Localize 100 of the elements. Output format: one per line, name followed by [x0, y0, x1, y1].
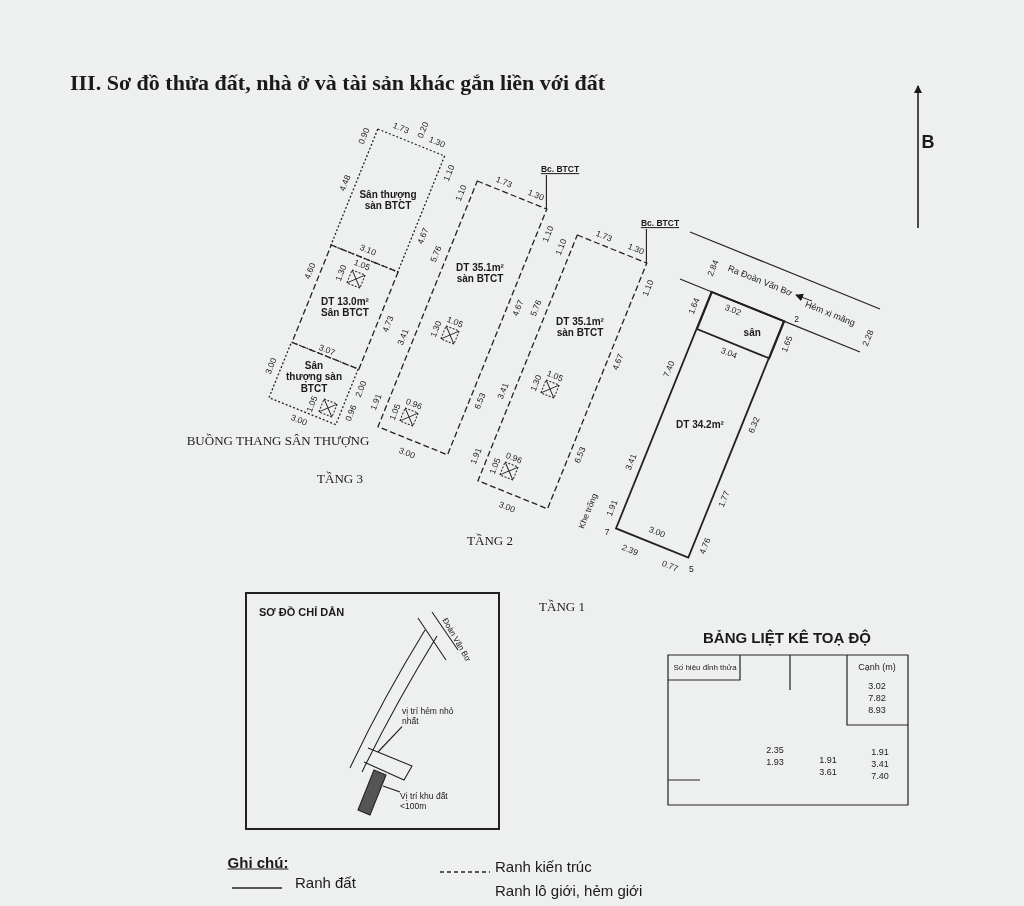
dimension-label: 1.30: [427, 135, 447, 150]
dimension-label: 0.96: [504, 451, 524, 466]
dimension-label: 2.84: [705, 258, 721, 278]
leader-line: [377, 726, 403, 753]
dimension-label: 3.00: [264, 356, 279, 376]
area-label: sân: [742, 327, 762, 340]
note-text: vị trí hẻm nhỏ nhất: [402, 707, 457, 727]
dimension-label: 6.32: [746, 415, 761, 435]
dimension-label: 0.96: [344, 403, 359, 423]
dimension-label: 4.73: [380, 314, 395, 334]
dimension-label: 0.96: [404, 397, 424, 412]
dimension-label: 4.76: [698, 536, 713, 555]
area-label: Sân thượng sàn BTCT: [286, 359, 342, 395]
dimension-label: 1.05: [445, 314, 465, 329]
table-value: 1.91: [871, 747, 889, 757]
dimension-label: 4.67: [416, 226, 431, 246]
table-value: 3.02: [868, 681, 886, 691]
dimension-label: 1.30: [334, 263, 349, 283]
area-label: Sân thượng sàn BTCT: [358, 188, 418, 212]
dimension-label: 7.40: [661, 359, 676, 379]
dimension-label: 1.05: [545, 368, 565, 383]
dimension-label: 6.53: [473, 391, 488, 411]
legend-text: Ranh đất: [295, 875, 356, 890]
dimension-label: 1.10: [441, 163, 456, 182]
table-value: 2.35: [766, 745, 784, 755]
dimension-label: 4.67: [610, 352, 625, 372]
dimension-label: 1.10: [640, 278, 655, 298]
dimension-label: 3.00: [647, 524, 667, 539]
dimension-label: 0.20: [415, 120, 430, 140]
dimension-label: 1.91: [469, 446, 484, 466]
table-value: 7.82: [868, 693, 886, 703]
dimension-label: 1.05: [387, 402, 403, 421]
title: III. Sơ đồ thửa đất, nhà ở và tài sản khác gắn liền với đất: [70, 70, 606, 96]
dimension-label: 1.73: [594, 228, 614, 243]
dimension-label: 4.60: [302, 261, 317, 281]
dimension-label: 1.91: [369, 392, 384, 412]
dimension-label: 3.07: [318, 342, 337, 357]
callout-text: Bc. BTCT: [540, 165, 580, 175]
legend-text: Ranh kiến trúc: [495, 859, 592, 874]
dimension-label: 1.30: [428, 319, 443, 339]
table-value: 7.40: [871, 771, 889, 781]
leader-line: [645, 228, 647, 264]
legend-text: Ranh lô giới, hẻm giới: [495, 883, 643, 898]
table-value: 3.61: [819, 767, 837, 777]
dimension-label: 5.76: [529, 298, 544, 317]
dimension-label: 3.41: [495, 381, 510, 401]
dimension-label: 1.10: [453, 184, 468, 203]
leader-line: [382, 785, 401, 793]
floor-name: BUỒNG THANG SÂN THƯỢNG: [186, 433, 370, 447]
dimension-label: 2.28: [860, 328, 876, 348]
table-value: 3.41: [871, 759, 889, 769]
dimension-label: 3.02: [724, 303, 743, 318]
dimension-label: 1.65: [779, 334, 794, 353]
dimension-label: 3.10: [358, 243, 378, 258]
street-name: Ra Đoàn Văn Bơ: [726, 264, 794, 298]
dimension-label: 1.73: [494, 174, 514, 189]
note-text: Vị trí khu đất <100m: [400, 792, 462, 812]
table-title: BẢNG LIỆT KÊ TOẠ ĐỘ: [702, 629, 872, 645]
dimension-label: 1.73: [391, 120, 411, 135]
dimension-label: 4.67: [510, 298, 525, 318]
callout-text: Bc. BTCT: [640, 219, 680, 229]
dimension-label: 1.10: [540, 224, 555, 244]
table-value: 8.93: [868, 705, 886, 715]
dimension-label: 2.00: [354, 379, 369, 399]
dimension-label: 1.91: [605, 499, 620, 518]
floor-name: TẦNG 3: [317, 471, 363, 485]
area-label: DT 35.1m² sàn BTCT: [456, 261, 504, 285]
dimension-label: 1.64: [687, 296, 702, 316]
dimension-label: 1.30: [526, 187, 545, 202]
dimension-label: Khe trống: [576, 492, 599, 530]
panel-heading: SƠ ĐỒ CHỈ DẪN: [259, 606, 345, 618]
dimension-label: 0.90: [357, 127, 372, 146]
dimension-label: 3.00: [289, 413, 309, 428]
floor-name: TẦNG 1: [539, 599, 585, 613]
area-label: DT 34.2m²: [675, 419, 725, 431]
dimension-label: 1.05: [487, 456, 503, 475]
dimension-label: 3.41: [395, 327, 410, 347]
dimension-label: 7: [604, 527, 610, 537]
area-label: DT 35.1m² sàn BTCT: [556, 315, 604, 339]
map-panel: [245, 592, 500, 830]
dimension-label: 1.10: [553, 238, 568, 257]
table-header: Cạnh (m): [858, 662, 896, 672]
dimension-label: 3.00: [398, 446, 417, 461]
leader-line: [545, 174, 547, 210]
table-value: 1.93: [766, 757, 784, 767]
dimension-label: 1.30: [626, 241, 645, 256]
area-label: DT 13.0m² Sân BTCT: [320, 295, 370, 319]
dimension-label: 3.00: [498, 500, 517, 515]
street-name: Hẻm xi măng: [803, 299, 857, 329]
dimension-label: 6.53: [573, 445, 588, 465]
notes-heading: Ghi chú:: [227, 854, 289, 870]
dimension-label: 2.39: [620, 542, 640, 557]
dimension-label: 3.41: [624, 452, 639, 472]
floor-name: TẦNG 2: [467, 533, 513, 547]
dimension-label: 2: [794, 315, 799, 324]
dimension-label: 5: [688, 565, 694, 574]
table-value: 1.91: [819, 755, 837, 765]
dimension-label: 1.05: [305, 394, 320, 414]
dimension-label: 3.04: [719, 345, 739, 360]
dimension-label: 1.30: [528, 373, 543, 393]
